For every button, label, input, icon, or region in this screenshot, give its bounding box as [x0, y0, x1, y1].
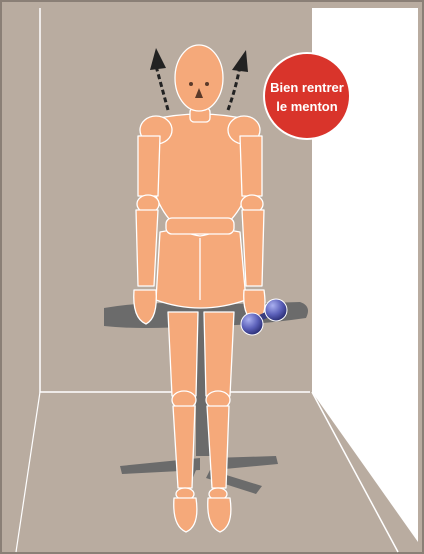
callout-line-2: le menton [276, 99, 337, 114]
right-thigh [204, 312, 234, 396]
right-forearm [242, 210, 264, 286]
callout-badge: Bien rentrer le menton [264, 53, 350, 139]
callout-line-1: Bien rentrer [270, 80, 344, 95]
waist [166, 218, 234, 234]
head [175, 45, 223, 111]
left-thigh [168, 312, 198, 396]
pelvis [156, 228, 246, 308]
left-upper-arm [138, 136, 160, 196]
left-forearm [136, 210, 158, 286]
right-upper-arm [240, 136, 262, 196]
